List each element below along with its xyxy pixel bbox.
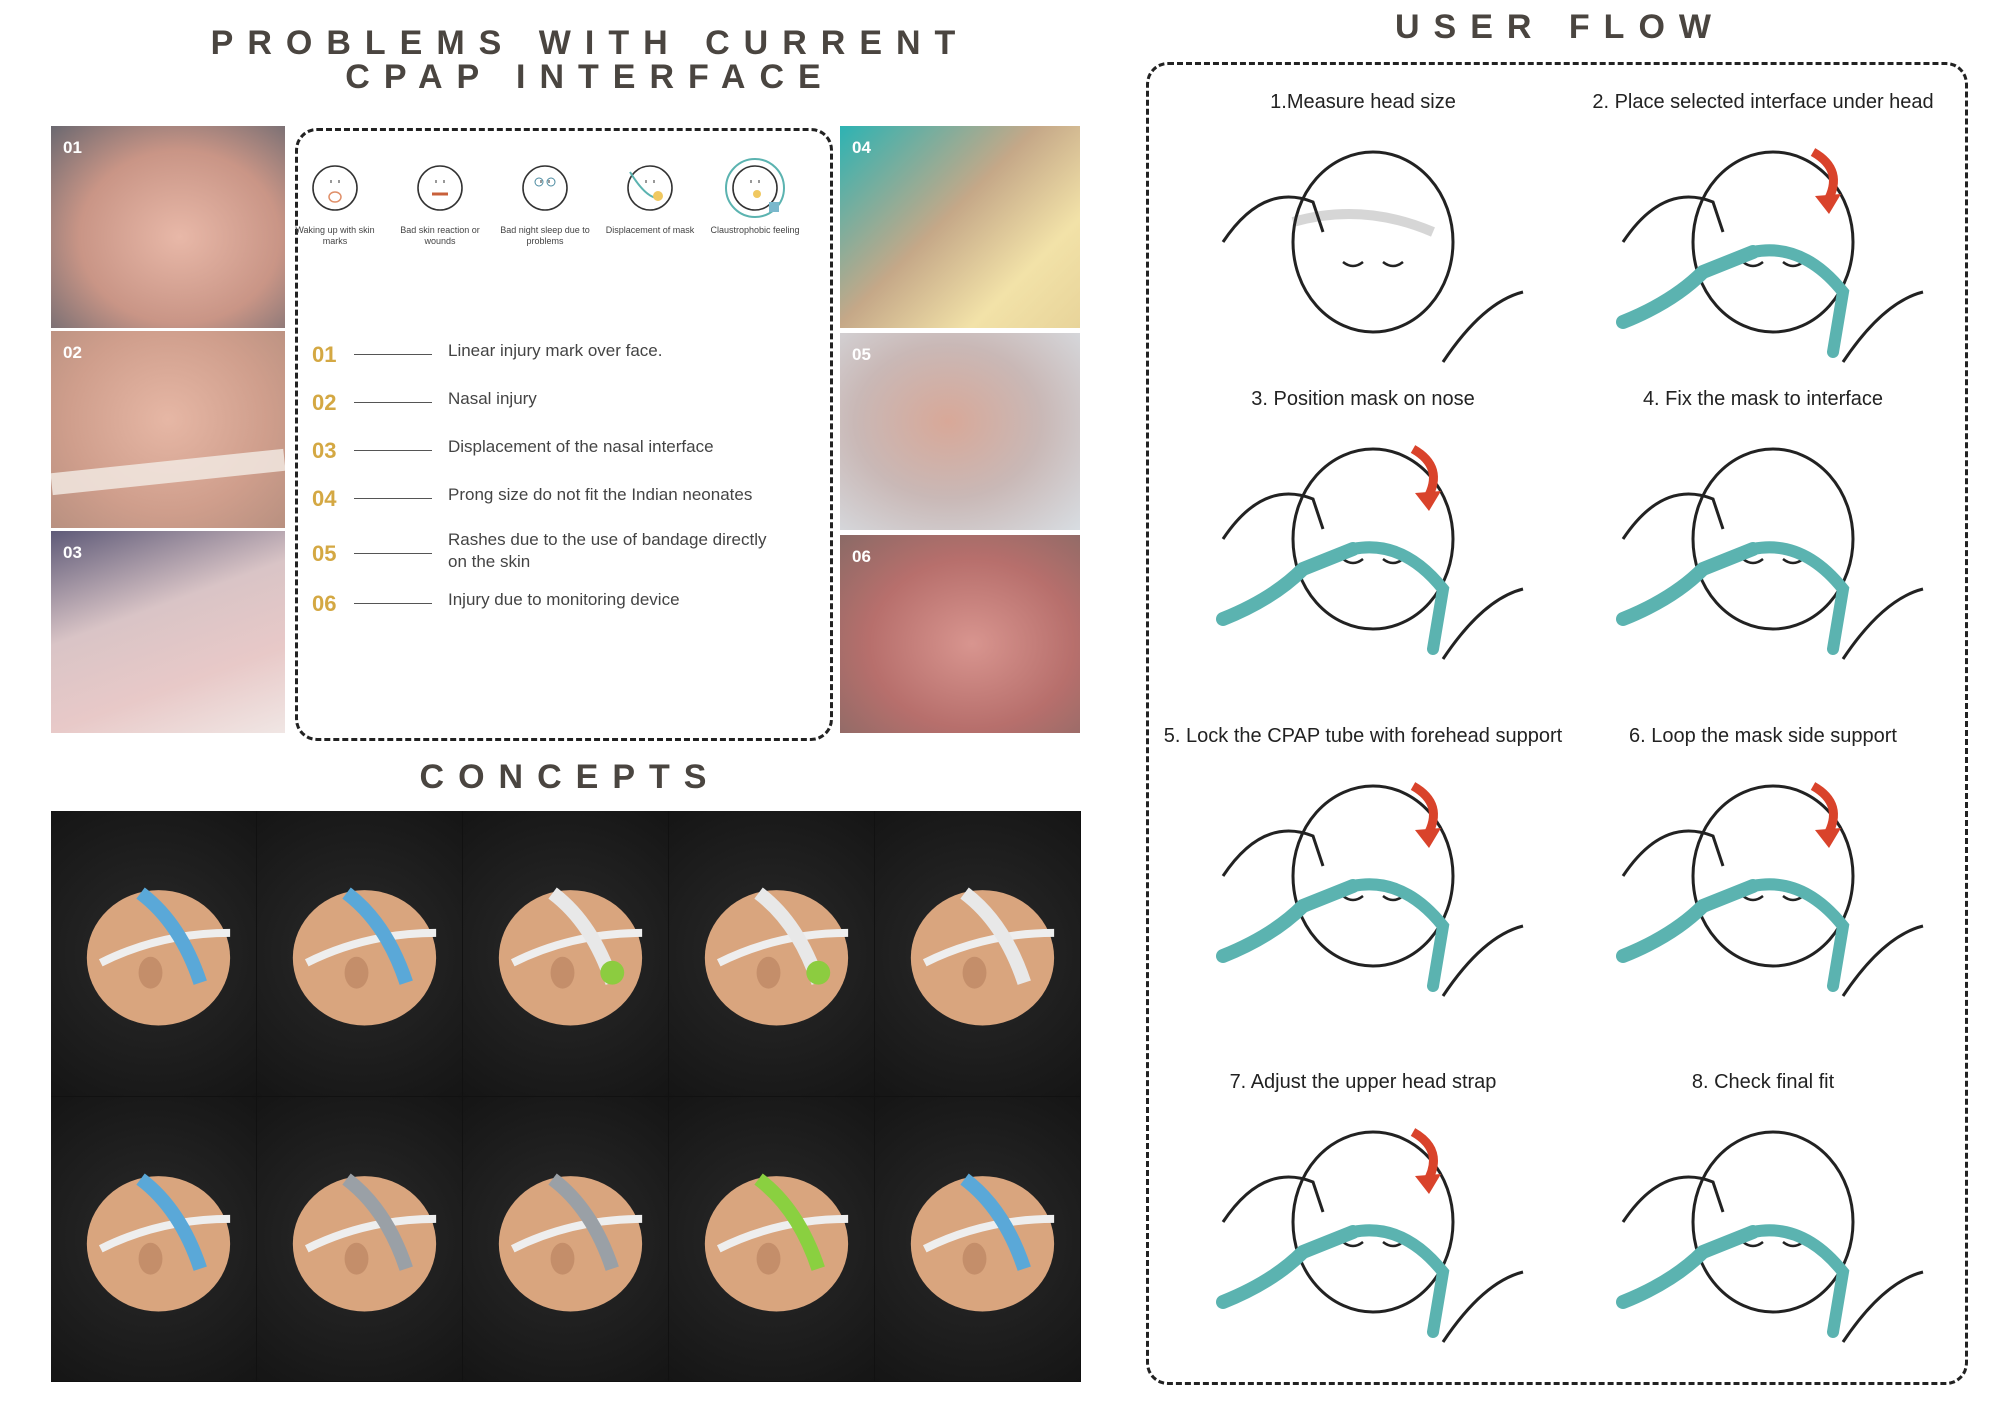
problem-text: Rashes due to the use of bandage directl… xyxy=(448,530,767,571)
concepts-title: CONCEPTS xyxy=(419,758,721,796)
step-label: 4. Fix the mask to interface xyxy=(1642,388,1884,410)
step-label: 6. Loop the mask side support xyxy=(1629,725,1897,747)
connector-line xyxy=(354,402,432,403)
problem-text: Injury due to monitoring device xyxy=(448,590,680,609)
photo-02: 02 xyxy=(51,331,285,528)
problem-item: 01 Linear injury mark over face. xyxy=(312,336,812,376)
concept-photo-4 xyxy=(669,811,875,1097)
photo-number: 03 xyxy=(63,543,82,562)
connector-line xyxy=(354,553,432,554)
concept-photo-6 xyxy=(51,1096,257,1383)
icon-label: Displacement of mask xyxy=(605,225,695,235)
concept-photo-7 xyxy=(257,1096,463,1383)
problem-item: 06 Injury due to monitoring device xyxy=(312,585,812,625)
icon-skin-marks: Waking up with skin marks xyxy=(290,150,380,247)
step-illustration xyxy=(1216,445,1524,660)
flow-step-1: 1.Measure head size xyxy=(1163,90,1563,372)
photo-03: 03 xyxy=(51,531,285,733)
concept-photo-5 xyxy=(875,811,1081,1097)
problem-number: 03 xyxy=(312,438,337,463)
connector-line xyxy=(354,498,432,499)
photo-04: 04 xyxy=(840,126,1080,328)
step-illustration xyxy=(1616,782,1924,997)
concept-photo-10 xyxy=(875,1096,1081,1383)
photo-number: 06 xyxy=(852,547,871,566)
photo-number: 01 xyxy=(63,138,82,157)
concept-photo-2 xyxy=(257,811,463,1097)
icon-label: Claustrophobic feeling xyxy=(710,225,800,235)
step-label: 3. Position mask on nose xyxy=(1251,388,1475,410)
flow-step-8: 8. Check final fit xyxy=(1563,1070,1963,1352)
icon-claustrophobic: Claustrophobic feeling xyxy=(710,150,800,236)
problem-number: 04 xyxy=(312,486,337,511)
concept-photo-8 xyxy=(463,1096,669,1383)
user-flow-title: USER FLOW xyxy=(1395,8,1725,46)
step-illustration xyxy=(1616,447,1924,660)
photo-01: 01 xyxy=(51,126,285,328)
connector-line xyxy=(354,354,432,355)
connector-line xyxy=(354,603,432,604)
flow-step-2: 2. Place selected interface under head xyxy=(1563,90,1963,372)
problem-item: 02 Nasal injury xyxy=(312,384,812,424)
flow-step-5: 5. Lock the CPAP tube with forehead supp… xyxy=(1163,724,1563,1006)
concept-photo-1 xyxy=(51,811,257,1097)
photo-number: 02 xyxy=(63,343,82,362)
problem-number: 05 xyxy=(312,541,337,566)
user-flow-panel xyxy=(1146,62,1968,1385)
icon-displacement: Displacement of mask xyxy=(605,150,695,236)
flow-step-6: 6. Loop the mask side support xyxy=(1563,724,1963,1006)
step-label: 8. Check final fit xyxy=(1691,1071,1835,1093)
problem-item: 04 Prong size do not fit the Indian neona… xyxy=(312,480,812,520)
step-label: 2. Place selected interface under head xyxy=(1592,91,1934,113)
problem-number: 02 xyxy=(312,390,337,415)
step-label: 7. Adjust the upper head strap xyxy=(1229,1071,1497,1093)
problem-item: 03 Displacement of the nasal interface xyxy=(312,432,812,472)
icon-label: Bad skin reaction or wounds xyxy=(400,225,480,246)
icon-label: Bad night sleep due to problems xyxy=(500,225,590,246)
problems-title-line1: PROBLEMS WITH CURRENT xyxy=(210,24,970,62)
step-illustration xyxy=(1616,148,1924,363)
step-label: 1.Measure head size xyxy=(1270,91,1456,113)
photo-number: 04 xyxy=(852,138,871,157)
problem-text: Nasal injury xyxy=(448,389,537,408)
concepts-grid xyxy=(51,811,1081,1383)
problem-text: Prong size do not fit the Indian neonate… xyxy=(448,485,753,504)
step-illustration xyxy=(1616,1130,1924,1343)
flow-step-4: 4. Fix the mask to interface xyxy=(1563,387,1963,669)
concept-photo-9 xyxy=(669,1096,875,1383)
icon-bad-sleep: Bad night sleep due to problems xyxy=(500,150,590,247)
problems-title-line2: CPAP INTERFACE xyxy=(345,58,835,96)
problems-panel xyxy=(295,128,833,741)
problem-number: 01 xyxy=(312,342,337,367)
step-illustration xyxy=(1221,150,1524,363)
step-label: 5. Lock the CPAP tube with forehead supp… xyxy=(1163,725,1563,747)
photo-number: 05 xyxy=(852,345,871,364)
problems-title: PROBLEMS WITH CURRENT CPAP INTERFACE xyxy=(180,26,1000,94)
problem-text: Displacement of the nasal interface xyxy=(448,437,714,456)
problem-number: 06 xyxy=(312,591,337,616)
photo-05: 05 xyxy=(840,333,1080,530)
step-illustration xyxy=(1216,1128,1524,1343)
problem-item: 05 Rashes due to the use of bandage direc… xyxy=(312,525,812,571)
concept-photo-3 xyxy=(463,811,669,1097)
flow-step-3: 3. Position mask on nose xyxy=(1163,387,1563,669)
icon-label: Waking up with skin marks xyxy=(295,225,375,246)
flow-step-7: 7. Adjust the upper head strap xyxy=(1163,1070,1563,1352)
step-illustration xyxy=(1216,782,1524,997)
photo-06: 06 xyxy=(840,535,1080,733)
problem-text: Linear injury mark over face. xyxy=(448,341,663,360)
connector-line xyxy=(354,450,432,451)
icon-skin-reaction: Bad skin reaction or wounds xyxy=(395,150,485,247)
